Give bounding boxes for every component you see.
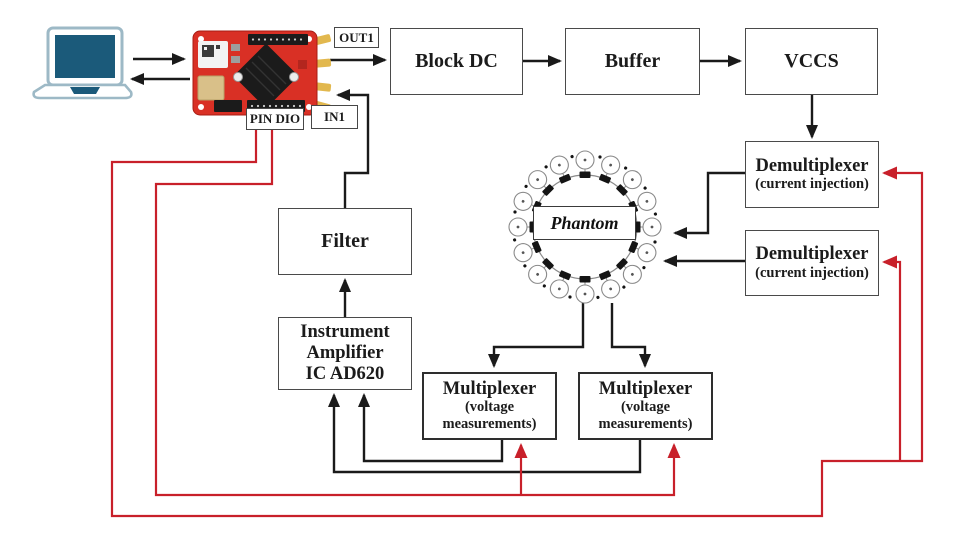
demultiplexer-top-block: Demultiplexer (current injection): [745, 141, 879, 208]
buffer-label: Buffer: [604, 50, 661, 72]
acquisition-board-icon: [192, 30, 332, 116]
demultiplexer-bottom-subtitle: (current injection): [755, 264, 869, 281]
demultiplexer-bottom-title: Demultiplexer: [755, 244, 869, 265]
in1-tag: IN1: [311, 105, 358, 129]
control-wires: [110, 130, 924, 518]
phantom-label: Phantom: [550, 212, 619, 233]
vccs-label: VCCS: [784, 50, 839, 72]
multiplexer-left-block: Multiplexer (voltage measurements): [422, 372, 557, 440]
multiplexer-right-subtitle-line2: measurements): [598, 416, 693, 433]
pin-dio-tag: PIN DIO: [246, 108, 304, 130]
in1-label: IN1: [324, 109, 345, 124]
multiplexer-right-block: Multiplexer (voltage measurements): [578, 372, 713, 440]
instrument-amplifier-line1: Instrument: [300, 322, 390, 343]
out1-label: OUT1: [339, 29, 374, 45]
buffer-block: Buffer: [565, 28, 700, 95]
phantom-block: Phantom: [533, 206, 636, 240]
multiplexer-left-title: Multiplexer: [442, 378, 537, 399]
multiplexer-left-subtitle-line2: measurements): [442, 416, 537, 433]
multiplexer-left-subtitle-line1: (voltage: [464, 399, 515, 416]
demultiplexer-top-title: Demultiplexer: [755, 155, 869, 176]
block-dc: Block DC: [390, 28, 523, 95]
multiplexer-right-subtitle-line1: (voltage: [620, 399, 671, 416]
filter-label: Filter: [321, 230, 369, 252]
laptop-icon: [32, 26, 133, 100]
demultiplexer-top-subtitle: (current injection): [755, 176, 869, 193]
demultiplexer-bottom-block: Demultiplexer (current injection): [745, 230, 879, 296]
multiplexer-right-title: Multiplexer: [598, 378, 693, 399]
pin-dio-label: PIN DIO: [249, 111, 301, 126]
instrument-amplifier-block: Instrument Amplifier IC AD620: [278, 317, 412, 390]
instrument-amplifier-line2: Amplifier: [306, 343, 384, 364]
vccs-block: VCCS: [745, 28, 878, 95]
signal-wires: [130, 53, 818, 474]
block-dc-label: Block DC: [415, 50, 498, 72]
out1-tag: OUT1: [334, 27, 379, 48]
filter-block: Filter: [278, 208, 412, 275]
instrument-amplifier-line3: IC AD620: [305, 363, 385, 384]
